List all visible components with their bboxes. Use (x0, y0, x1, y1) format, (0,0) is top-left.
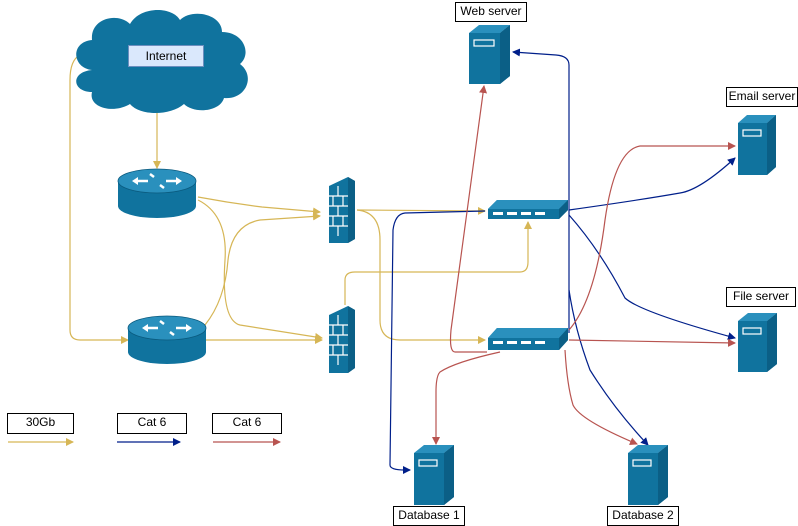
database-2-label: Database 2 (607, 506, 679, 526)
legend-30gb-label: 30Gb (7, 413, 74, 434)
link-webserver-database2 (568, 289, 649, 446)
link-internet-router2 (69, 54, 129, 344)
link-switch2-fileserver (568, 338, 736, 347)
link-firewall1-switch1 (356, 206, 486, 215)
link-switch1-fileserver (568, 214, 736, 341)
link-firewall1-switch2 (356, 209, 486, 344)
link-switch1-database1 (389, 210, 486, 474)
email-server-label: Email server (726, 87, 798, 107)
link-router1-firewall2 (197, 199, 323, 341)
link-switch1-emailserver (568, 157, 736, 211)
switch-1-icon (488, 200, 568, 219)
links-30gb (69, 54, 532, 344)
link-switch2-emailserver (568, 142, 736, 331)
router-2-icon (127, 315, 207, 364)
web-server-label: Web server (455, 2, 527, 22)
link-switch2-webserver (512, 48, 570, 333)
link-switch2-webserver (449, 85, 488, 353)
link-router1-firewall1 (197, 196, 321, 216)
legend-cat6-blue-label: Cat 6 (117, 413, 187, 434)
database-2-icon (628, 445, 668, 505)
links-cat6-blue (389, 48, 736, 474)
file-server-icon (738, 313, 777, 372)
links-cat6-red (432, 85, 736, 445)
link-router2-firewall1 (204, 212, 321, 326)
router-1-icon (117, 168, 197, 218)
firewall-2-icon (329, 306, 355, 373)
link-firewall2-switch1 (344, 221, 532, 305)
file-server-label: File server (726, 287, 796, 307)
database-1-label: Database 1 (393, 506, 465, 526)
internet-label: Internet (128, 45, 204, 67)
database-1-icon (414, 445, 454, 505)
link-switch2-database2 (564, 349, 638, 445)
switch-2-icon (488, 328, 568, 350)
web-server-icon (469, 25, 510, 84)
email-server-icon (738, 115, 776, 175)
firewall-1-icon (329, 177, 355, 243)
link-switch2-database1 (432, 351, 501, 445)
legend-cat6-red-label: Cat 6 (212, 413, 282, 434)
